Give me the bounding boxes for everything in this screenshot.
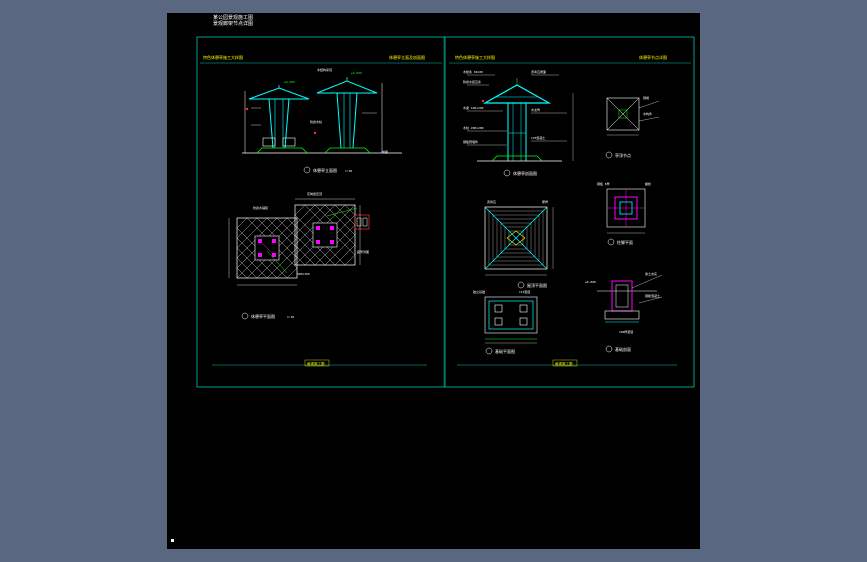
footing-plan-label: 基础平面图 bbox=[495, 348, 515, 354]
svg-text:独立基础: 独立基础 bbox=[473, 289, 485, 294]
right-sheet-subtitle: 休憩亭节点详图 bbox=[639, 54, 667, 60]
svg-text:±0.000: ±0.000 bbox=[585, 280, 596, 284]
outer-border-frame bbox=[196, 36, 695, 388]
svg-text:屋脊: 屋脊 bbox=[542, 199, 548, 204]
section-view-label: 休憩亭剖面图 bbox=[513, 170, 537, 176]
svg-text:木构件: 木构件 bbox=[643, 111, 652, 116]
svg-text:木檩条 60x80: 木檩条 60x80 bbox=[463, 69, 483, 74]
plan-scale: 1:50 bbox=[287, 315, 294, 319]
svg-text:钢板 8厚: 钢板 8厚 bbox=[597, 181, 610, 186]
elevation-view-label: 休憩亭立面图 bbox=[313, 167, 337, 173]
svg-text:C15垫层: C15垫层 bbox=[519, 289, 530, 294]
svg-text:钢筋混凝土: 钢筋混凝土 bbox=[645, 293, 660, 298]
roof-plan-label: 屋顶平面图 bbox=[527, 282, 547, 288]
elevation-scale: 1:50 bbox=[345, 169, 352, 173]
pavilion-plan-drawing: 防腐木铺装 花岗岩压顶 座凳详图 300x300 bbox=[228, 191, 370, 286]
column-base-drawing: 钢板 8厚 螺栓 bbox=[597, 181, 651, 234]
left-sheet-subtitle: 休憩亭立面及剖面图 bbox=[389, 54, 425, 60]
right-sheet-footer: 景观施工图 bbox=[555, 361, 573, 366]
cad-drawing: 某公园景观施工图 景观廊架节点详图 特色休憩亭施工大样图 休憩亭立面及剖面图 bbox=[196, 14, 695, 388]
roof-detail-drawing: 铜帽 木构件 bbox=[606, 95, 660, 136]
svg-text:±0.000: ±0.000 bbox=[284, 80, 295, 84]
svg-text:螺栓: 螺栓 bbox=[645, 181, 651, 186]
svg-text:防腐木铺装: 防腐木铺装 bbox=[253, 205, 268, 210]
section-label-bubble bbox=[503, 169, 511, 177]
left-sheet-footer: 景观施工图 bbox=[307, 361, 325, 366]
ucs-origin-marker bbox=[171, 539, 174, 542]
svg-text:100厚垫层: 100厚垫层 bbox=[619, 329, 633, 334]
svg-text:防腐木挂瓦条: 防腐木挂瓦条 bbox=[463, 79, 481, 84]
svg-text:沥青瓦: 沥青瓦 bbox=[487, 199, 496, 204]
svg-text:±0.000: ±0.000 bbox=[351, 71, 362, 75]
svg-text:300x300: 300x300 bbox=[297, 272, 310, 276]
pavilion-elevation-drawing: ±0.000 ±0.000 木结构亭顶 防腐木柱 地面 bbox=[242, 67, 402, 154]
svg-text:木柱 200x200: 木柱 200x200 bbox=[463, 125, 484, 130]
svg-text:木结构亭顶: 木结构亭顶 bbox=[317, 67, 332, 72]
svg-text:座凳详图: 座凳详图 bbox=[357, 249, 369, 254]
svg-text:地面: 地面 bbox=[382, 149, 388, 154]
right-sheet-title: 特色休憩亭施工大样图 bbox=[455, 54, 495, 60]
pavilion-section-drawing: 木檩条 60x80 防腐木挂瓦条 木梁 100x200 木柱 200x200 钢… bbox=[463, 69, 574, 162]
svg-text:沥青瓦屋面: 沥青瓦屋面 bbox=[531, 69, 546, 74]
roof-plan-drawing: 沥青瓦 屋脊 bbox=[484, 199, 554, 276]
svg-text:防腐木柱: 防腐木柱 bbox=[310, 119, 322, 124]
left-sheet-title: 特色休憩亭施工大样图 bbox=[203, 54, 243, 60]
svg-text:木龙骨: 木龙骨 bbox=[531, 107, 540, 112]
model-space-viewport[interactable]: 某公园景观施工图 景观廊架节点详图 特色休憩亭施工大样图 休憩亭立面及剖面图 bbox=[167, 13, 700, 549]
footing-section-label: 基础剖面 bbox=[615, 346, 631, 352]
drawing-header-line2: 景观廊架节点详图 bbox=[213, 20, 253, 27]
svg-text:铜帽: 铜帽 bbox=[643, 95, 649, 100]
footing-section-drawing: 素土夯实 钢筋混凝土 ±0.000 100厚垫层 bbox=[585, 271, 663, 334]
footing-plan-drawing: 独立基础 C15垫层 bbox=[473, 289, 538, 344]
svg-text:钢板预埋件: 钢板预埋件 bbox=[463, 139, 478, 144]
plan-view-label: 休憩亭平面图 bbox=[251, 313, 275, 319]
plan-label-bubble bbox=[241, 312, 249, 320]
column-plan-label: 柱脚平面 bbox=[617, 239, 633, 245]
roof-detail-label: 亭顶节点 bbox=[615, 152, 631, 158]
svg-text:C25混凝土: C25混凝土 bbox=[531, 135, 545, 140]
svg-text:素土夯实: 素土夯实 bbox=[645, 271, 657, 276]
svg-text:花岗岩压顶: 花岗岩压顶 bbox=[307, 191, 322, 196]
elevation-label-bubble bbox=[303, 166, 311, 174]
drawing-header-line1: 某公园景观施工图 bbox=[213, 14, 253, 21]
svg-text:木梁 100x200: 木梁 100x200 bbox=[463, 105, 484, 110]
